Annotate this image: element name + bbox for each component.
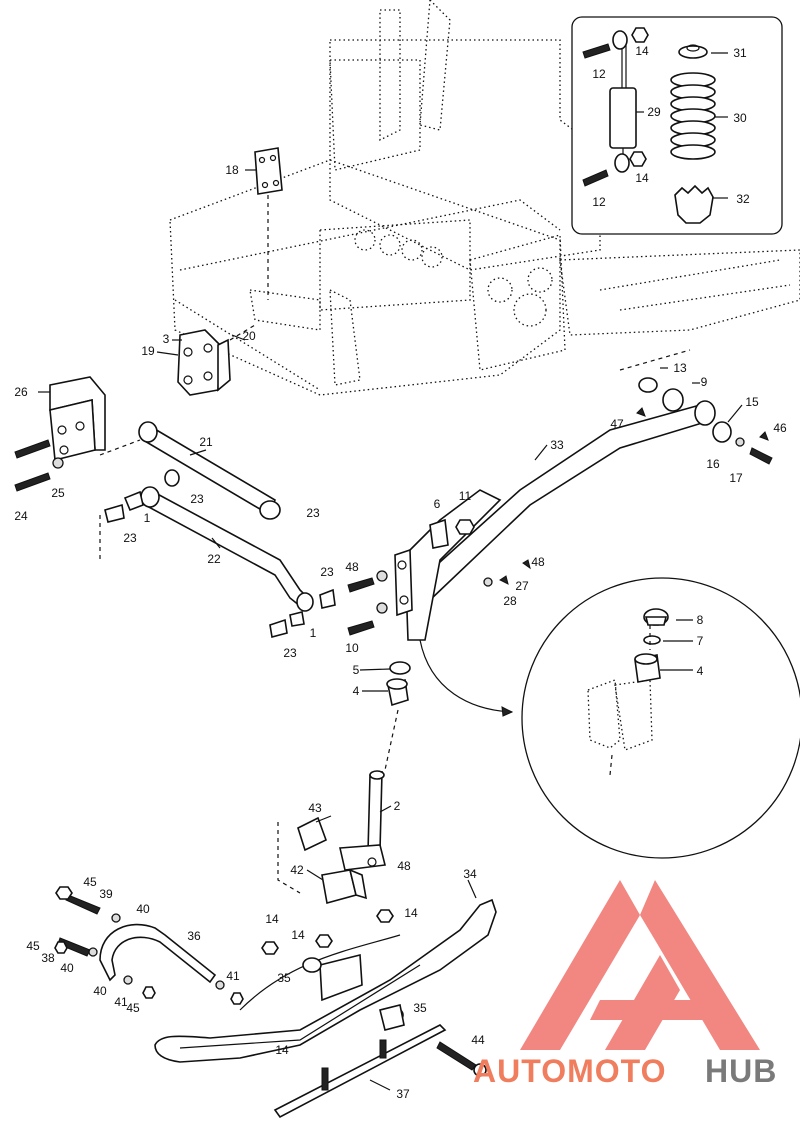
callout-label: 29 [647,105,661,119]
callout-label: 45 [83,875,97,889]
nuts-ski [261,909,394,955]
pivot-hardware [619,349,773,465]
callout-label: 30 [733,111,747,125]
callout-labels: 1 1 2 3 4 4 5 6 7 8 9 10 11 12 12 13 14 … [14,44,787,1101]
shock-inset [571,16,783,235]
bushing-part-43 [277,816,368,905]
callout-label: 42 [290,863,304,877]
callout-label: 18 [225,163,239,177]
callout-label: 23 [190,492,204,506]
callout-label: 23 [123,531,137,545]
callout-label: 14 [291,928,305,942]
callout-label: 20 [242,329,256,343]
callout-label: 2 [394,799,401,813]
callout-label: 26 [14,385,28,399]
fasteners-center [347,518,531,771]
callout-label: 35 [277,971,291,985]
callout-label: 4 [353,684,360,698]
callout-label: 24 [14,509,28,523]
callout-label: 48 [397,859,411,873]
callout-label: 48 [345,560,359,574]
callout-label: 21 [199,435,213,449]
watermark-logo [520,880,760,1050]
watermark-brand-right: HUB [705,1053,777,1089]
callout-label: 40 [60,961,74,975]
callout-label: 15 [745,395,759,409]
spring-part-30 [670,72,716,160]
callout-label: 44 [471,1033,485,1047]
callout-label: 22 [207,552,221,566]
callout-label: 28 [503,594,517,608]
ski-part-34 [154,898,497,1063]
callout-label: 17 [729,471,743,485]
callout-label: 45 [26,939,40,953]
callout-label: 16 [706,457,720,471]
trailing-arm-part-33 [394,400,716,641]
callout-label: 14 [275,1043,289,1057]
callout-label: 39 [99,887,113,901]
callout-label: 6 [434,497,441,511]
lower-arm-part-22 [99,469,336,638]
callout-label: 25 [51,486,65,500]
detail-circle [419,577,800,859]
upper-arm-part-21 [138,421,281,520]
callout-label: 41 [114,995,128,1009]
leader-lines [38,169,743,1091]
spindle-part-2 [339,770,386,871]
callout-label: 45 [126,1001,140,1015]
bracket-part-3 [177,324,256,396]
callout-label: 48 [531,555,545,569]
callout-label: 1 [144,511,151,525]
callout-label: 4 [697,664,704,678]
callout-label: 23 [320,565,334,579]
logo-mark [520,880,760,1050]
callout-label: 14 [404,906,418,920]
callout-label: 33 [550,438,564,452]
callout-label: 36 [187,929,201,943]
watermark-brand-left: AUTOMOTO [473,1053,666,1089]
runner-part-37 [273,1024,487,1119]
callout-label: 10 [345,641,359,655]
callout-label: 7 [697,634,704,648]
callout-label: 34 [463,867,477,881]
callout-label: 19 [141,344,155,358]
callout-label: 43 [308,801,322,815]
callout-label: 32 [736,192,750,206]
callout-label: 14 [635,44,649,58]
bracket-part-26 [14,376,141,492]
handle-part-36 [54,886,244,1005]
plate-part-18 [254,147,283,300]
callout-label: 14 [635,171,649,185]
callout-label: 46 [773,421,787,435]
callout-label: 23 [306,506,320,520]
callout-label: 3 [163,332,170,346]
callout-label: 14 [265,912,279,926]
callout-label: 13 [673,361,687,375]
callout-label: 40 [136,902,150,916]
callout-label: 23 [283,646,297,660]
callout-label: 12 [592,195,606,209]
callout-label: 8 [697,613,704,627]
callout-label: 9 [701,375,708,389]
callout-label: 11 [459,489,472,503]
callout-label: 1 [310,626,317,640]
callout-label: 35 [413,1001,427,1015]
callout-label: 27 [515,579,529,593]
watermark-text: AUTOMOTO HUB [473,1053,777,1089]
callout-label: 40 [93,984,107,998]
callout-label: 12 [592,67,606,81]
callout-label: 41 [226,969,240,983]
callout-label: 31 [733,46,747,60]
callout-label: 38 [41,951,55,965]
callout-label: 47 [610,417,624,431]
callout-label: 5 [353,663,360,677]
callout-label: 37 [396,1087,410,1101]
